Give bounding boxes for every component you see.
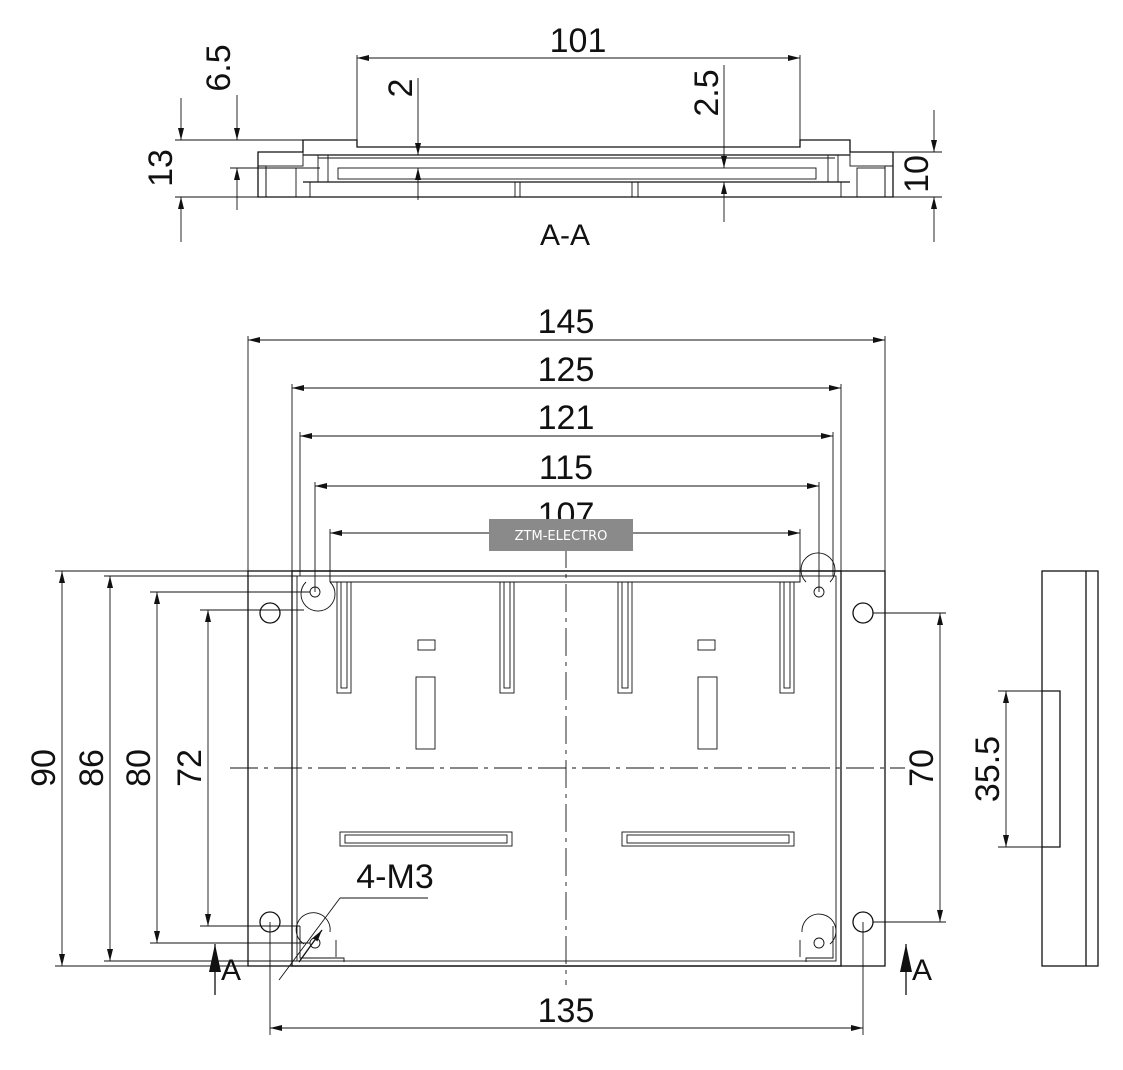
floor-plate-hatch xyxy=(337,167,817,180)
dim-6-5: 6.5 xyxy=(200,44,238,91)
right-side-hatch xyxy=(884,165,894,198)
dim-101: 101 xyxy=(550,22,607,60)
dim-10: 10 xyxy=(898,155,936,193)
left-side-hatch xyxy=(257,165,267,198)
dim-2-5: 2.5 xyxy=(688,69,726,116)
watermark-text: ZTM-ELECTRO xyxy=(515,529,608,544)
mount-hole-icon xyxy=(259,602,281,624)
dim-80: 80 xyxy=(120,749,158,787)
dim-135: 135 xyxy=(538,992,595,1030)
section-marker-left: A xyxy=(221,954,241,987)
outer-outline xyxy=(247,570,886,967)
dim-72: 72 xyxy=(171,749,209,787)
hole-note: 4-M3 xyxy=(356,858,433,896)
section-view: 101 6.5 13 2 2.5 10 A-A xyxy=(142,22,942,252)
dim-86: 86 xyxy=(73,749,111,787)
right-wall-hatch xyxy=(849,151,894,167)
dim-145: 145 xyxy=(538,303,595,341)
dim-125: 125 xyxy=(538,351,595,389)
section-title: A-A xyxy=(540,219,590,252)
left-wall-hatch xyxy=(257,151,304,167)
side-view: 35.5 xyxy=(969,570,1099,967)
plan-view: 145 125 121 115 107 135 90 86 xyxy=(25,303,946,1035)
dim-2: 2 xyxy=(382,79,420,98)
dim-13: 13 xyxy=(142,149,180,187)
dim-115: 115 xyxy=(539,449,593,487)
dim-90: 90 xyxy=(25,749,63,787)
section-marker-right: A xyxy=(912,954,932,987)
dim-121: 121 xyxy=(538,399,595,437)
dim-35-5: 35.5 xyxy=(969,736,1007,802)
watermark: ZTM-ELECTRO xyxy=(489,519,633,551)
section-profile xyxy=(257,139,894,198)
m3-hole-icon xyxy=(813,937,825,949)
dim-70: 70 xyxy=(903,749,941,787)
mount-hole-icon xyxy=(852,602,874,624)
